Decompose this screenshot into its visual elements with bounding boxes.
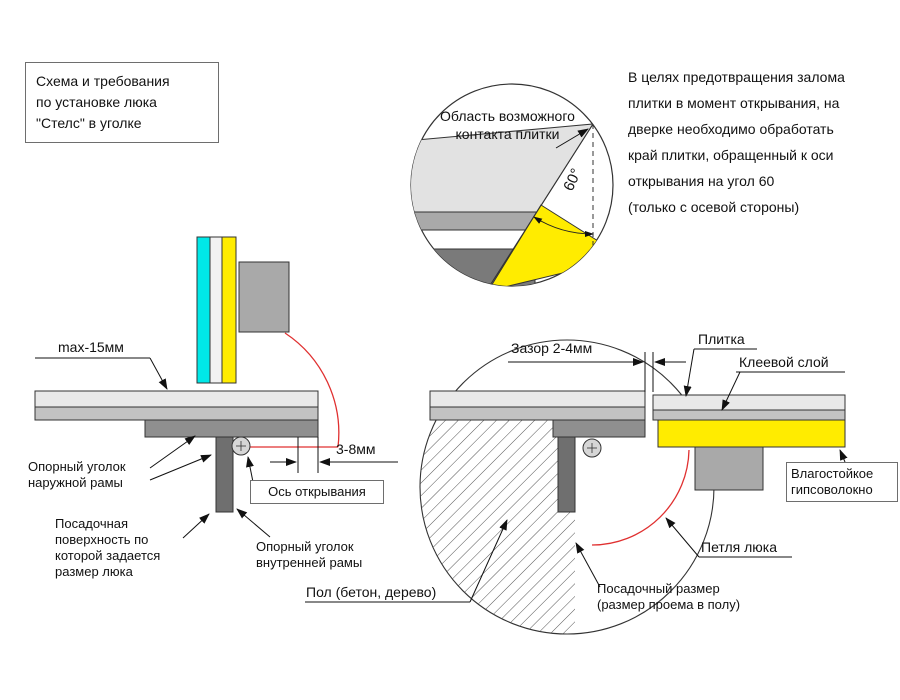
swing-arc — [591, 449, 690, 546]
inner-frame-angle — [215, 436, 234, 513]
max15-leader — [149, 357, 168, 390]
left-section-view — [34, 236, 398, 539]
door-gypsum-layer — [657, 419, 846, 448]
gap-3-8-label: 3-8мм — [336, 441, 376, 457]
inner-frame-angle — [557, 436, 576, 513]
bevel-line — [486, 123, 594, 286]
door-glue-layer — [652, 409, 846, 421]
right-section-view — [305, 339, 848, 635]
hinge-label: Петля люка — [701, 539, 778, 555]
door-glue-strip — [209, 236, 223, 384]
hinge-leader — [665, 517, 700, 558]
tile-label: Плитка — [698, 331, 745, 347]
angle-arc — [533, 216, 594, 238]
door-gypsum-strip — [221, 236, 237, 384]
detail-circle-view: 60° — [410, 83, 614, 287]
seating-size-label: Посадочный размер (размер проема в полу) — [597, 581, 741, 612]
slab-tile-layer — [429, 390, 646, 408]
concrete-hatch-area — [420, 420, 575, 634]
inner-corner-leader — [236, 508, 271, 538]
axis-label-box: Ось открывания — [250, 480, 384, 504]
floor-leader — [469, 519, 508, 603]
outer-frame-angle — [144, 419, 319, 438]
detail-area-label: Область возможного контакта плитки — [440, 108, 575, 142]
slab-glue-layer — [34, 406, 319, 421]
door-hinge-block — [238, 261, 290, 333]
door-tile-strip — [196, 236, 211, 384]
outer-corner-leader-1 — [149, 435, 196, 469]
slab-tile-layer — [34, 390, 319, 408]
door-tile-layer — [652, 394, 846, 411]
outer-corner-leader-2 — [149, 454, 212, 481]
outer-frame-angle — [552, 419, 646, 438]
detail-glue-layer — [411, 211, 538, 231]
outer-corner-label: Опорный уголок наружной рамы — [28, 459, 126, 490]
swing-arc — [284, 332, 340, 448]
gypsum-leader — [839, 449, 848, 463]
slab-glue-layer — [429, 406, 646, 421]
seating-surface-leader — [182, 513, 210, 539]
seating-surface-label: Посадочная поверхность по которой задает… — [55, 516, 161, 579]
gypsum-label-box: Влагостойкое гипсоволокно — [786, 462, 898, 502]
axis-leader — [246, 456, 254, 483]
glue-leader — [721, 371, 741, 411]
door-hinge-block — [694, 446, 764, 491]
seating-size-leader — [575, 542, 601, 588]
glue-label: Клеевой слой — [739, 354, 829, 370]
max-offset-label: max-15мм — [58, 339, 124, 355]
note-text: В целях предотвращения залома плитки в м… — [628, 69, 845, 215]
inner-corner-label: Опорный уголок внутренней рамы — [256, 539, 363, 570]
gap-2-4-label: Зазор 2-4мм — [511, 340, 593, 356]
tile-leader — [683, 348, 695, 397]
detail-label-leader — [555, 128, 589, 149]
floor-label: Пол (бетон, дерево) — [306, 584, 437, 600]
title-box: Схема и требования по установке люка "Ст… — [25, 62, 219, 143]
